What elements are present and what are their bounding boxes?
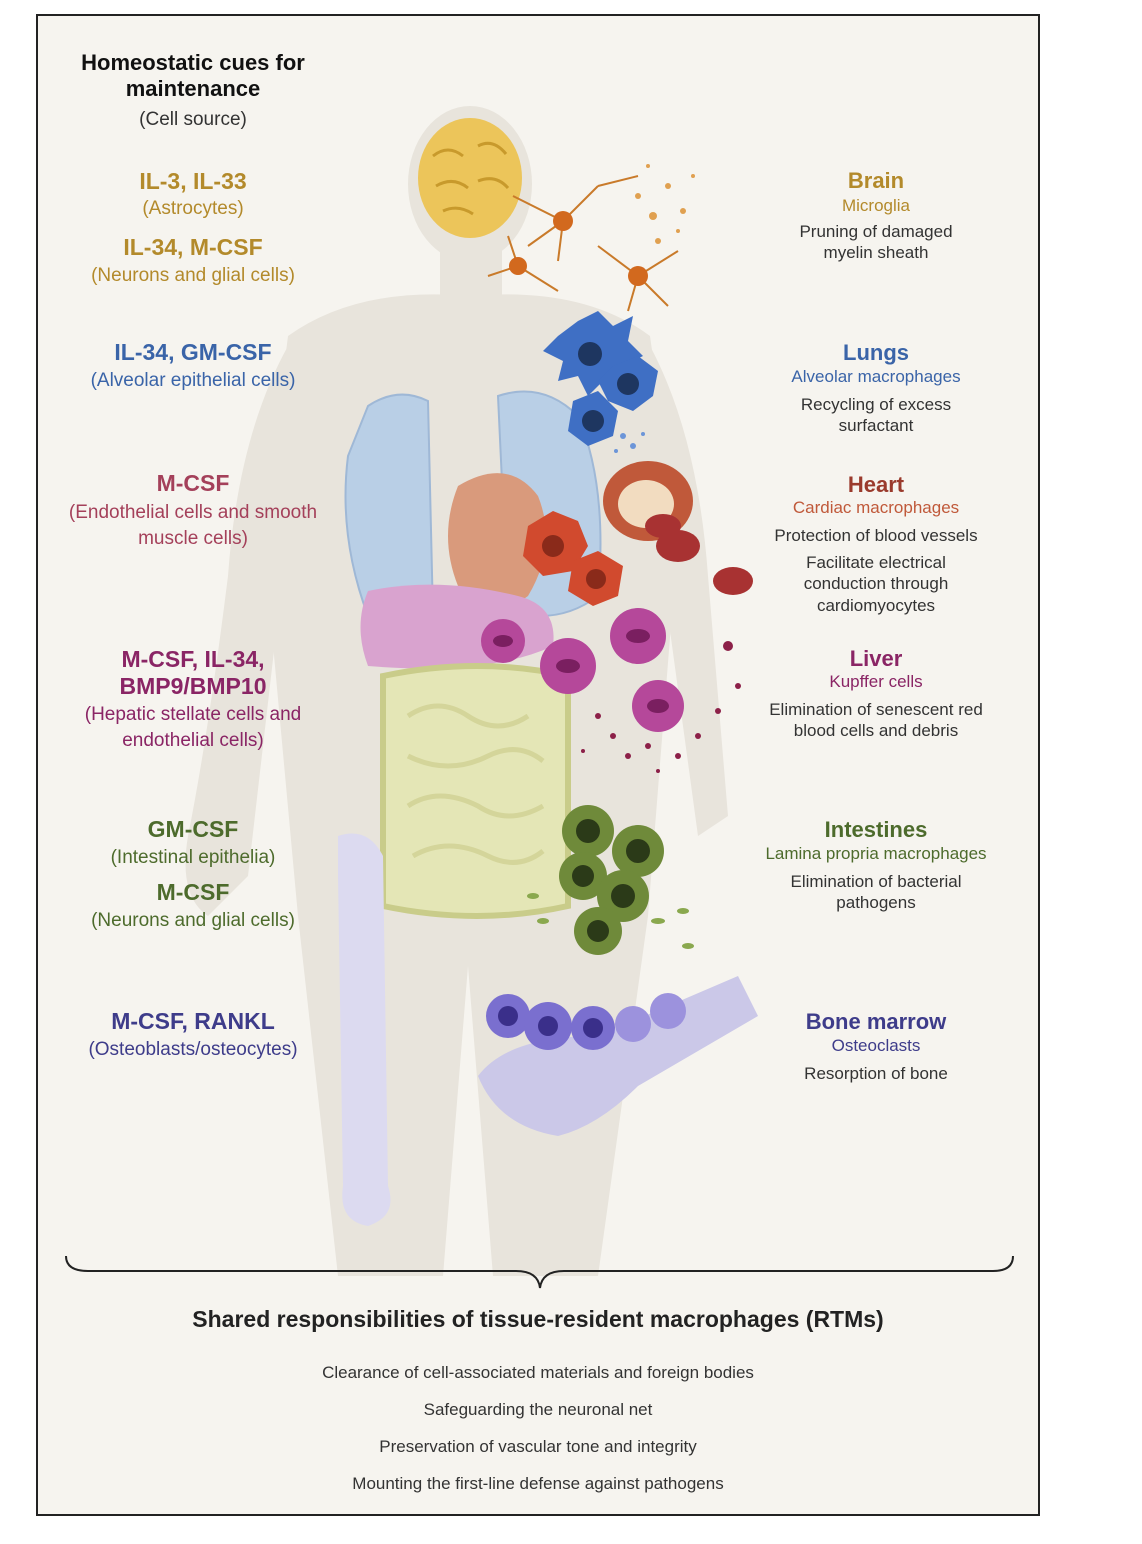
cue-factors-liver: M-CSF, IL-34, BMP9/BMP10 <box>119 646 267 700</box>
brain-organ <box>418 118 522 238</box>
shared-item: Preservation of vascular tone and integr… <box>379 1437 697 1456</box>
organ-function-lungs: Recycling of excess surfactant <box>800 395 952 436</box>
figure-frame: Homeostatic cues for maintenance (Cell s… <box>36 14 1040 1516</box>
cue-factors-intestines-1: GM-CSF <box>147 816 239 842</box>
microglia-nuclei <box>509 211 648 286</box>
red-blood-cells <box>645 514 753 595</box>
organ-cell-bone: Osteoclasts <box>831 1036 921 1055</box>
cardiac-macrophages <box>523 511 623 606</box>
cue-source-brain-1: (Astrocytes) <box>142 198 244 219</box>
lamina-propria-macrophages <box>559 805 664 955</box>
organ-name-liver: Liver <box>849 646 903 671</box>
debris-dots-brain <box>635 164 695 244</box>
bone-marrow-organ <box>478 976 758 1136</box>
organ-name-bone: Bone marrow <box>805 1009 947 1034</box>
kupffer-nuclei <box>493 629 669 713</box>
organ-cell-brain: Microglia <box>841 196 911 215</box>
illustration <box>65 106 1014 1289</box>
shared-responsibilities-list: Clearance of cell-associated materials a… <box>38 1354 1038 1502</box>
cue-factors-lungs: IL-34, GM-CSF <box>114 339 272 365</box>
organ-cell-intestines: Lamina propria macrophages <box>765 844 987 863</box>
osteoclasts <box>486 993 686 1050</box>
organ-function-brain: Pruning of damaged myelin sheath <box>799 222 953 263</box>
organ-name-intestines: Intestines <box>824 817 928 842</box>
shared-item: Safeguarding the neuronal net <box>423 1400 653 1419</box>
heart-organ <box>448 473 546 609</box>
organ-function-liver: Elimination of senescent red blood cells… <box>769 700 983 741</box>
cue-source-brain-2: (Neurons and glial cells) <box>91 265 295 286</box>
surfactant-dots <box>614 432 645 453</box>
cues-header-subtitle: (Cell source) <box>139 109 247 130</box>
cue-factors-brain-1: IL-3, IL-33 <box>139 168 247 194</box>
cue-source-intestines-2: (Neurons and glial cells) <box>91 910 295 931</box>
organ-function-heart-1: Protection of blood vessels <box>774 526 978 545</box>
shared-responsibilities-title: Shared responsibilities of tissue-reside… <box>192 1306 884 1332</box>
organ-function-intestines: Elimination of bacterial pathogens <box>790 872 962 913</box>
organ-cell-lungs: Alveolar macrophages <box>791 367 961 386</box>
cue-source-liver: (Hepatic stellate cells and endothelial … <box>84 704 302 751</box>
organ-cell-liver: Kupffer cells <box>829 672 923 691</box>
organ-cell-heart: Cardiac macrophages <box>792 498 960 517</box>
debris-dots-liver <box>581 641 741 773</box>
cue-factors-heart: M-CSF <box>156 470 230 496</box>
organ-function-bone: Resorption of bone <box>804 1064 948 1083</box>
cue-factors-bone: M-CSF, RANKL <box>111 1008 275 1034</box>
organ-name-brain: Brain <box>847 168 905 193</box>
cue-factors-intestines-2: M-CSF <box>156 879 230 905</box>
cue-factors-brain-2: IL-34, M-CSF <box>123 234 263 260</box>
bacteria <box>527 893 694 949</box>
femur-bone <box>338 833 391 1226</box>
intestines-organ <box>380 663 571 919</box>
shared-item: Mounting the first-line defense against … <box>352 1474 724 1493</box>
brace <box>65 1255 1014 1289</box>
organ-name-lungs: Lungs <box>843 340 909 365</box>
cue-source-bone: (Osteoblasts/osteocytes) <box>88 1039 298 1060</box>
cues-header-title: Homeostatic cues for maintenance <box>81 50 305 101</box>
shared-item: Clearance of cell-associated materials a… <box>322 1363 754 1382</box>
organ-name-heart: Heart <box>847 472 905 497</box>
organ-function-heart-2: Facilitate electrical conduction through… <box>803 553 949 615</box>
cue-source-intestines-1: (Intestinal epithelia) <box>110 847 276 868</box>
cue-source-lungs: (Alveolar epithelial cells) <box>90 370 296 391</box>
alveolar-macrophages <box>543 311 658 446</box>
cue-source-heart: (Endothelial cells and smooth muscle cel… <box>68 502 318 549</box>
